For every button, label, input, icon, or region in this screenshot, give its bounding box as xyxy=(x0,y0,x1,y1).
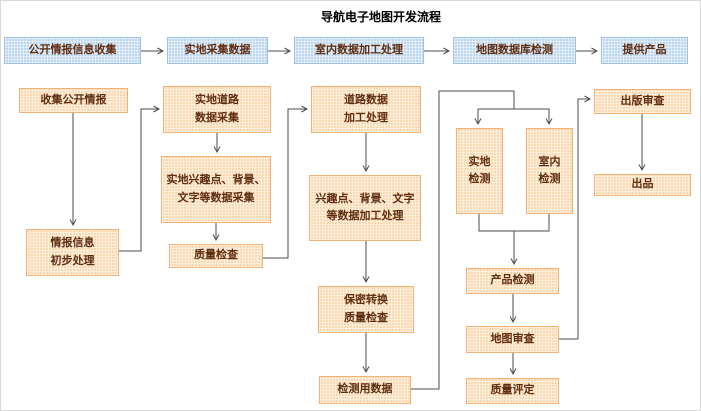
stage-field-data-collection: 实地采集数据 xyxy=(167,37,268,64)
node-publish-review: 出版审查 xyxy=(594,89,691,114)
node-road-processing: 道路数据 加工处理 xyxy=(311,86,421,133)
node-secure-convert-qc: 保密转换 质量检查 xyxy=(318,286,414,333)
line-tests-join xyxy=(478,214,550,232)
arrow-preprocess-to-field-road xyxy=(119,105,161,252)
stage-product-delivery: 提供产品 xyxy=(601,37,688,64)
node-poi-processing: 兴趣点、背景、文字 等数据加工处理 xyxy=(309,175,421,241)
node-indoor-test: 室内 检测 xyxy=(526,128,573,214)
node-field-test: 实地 检测 xyxy=(456,128,503,214)
node-field-poi-collect: 实地兴趣点、背景、 文字等数据采集 xyxy=(161,156,271,223)
stage-open-intel-collection: 公开情报信息收集 xyxy=(4,37,141,64)
page-title: 导航电子地图开发流程 xyxy=(320,10,442,24)
stage-indoor-data-processing: 室内数据加工处理 xyxy=(294,37,424,64)
stage-map-database-testing: 地图数据库检测 xyxy=(453,37,576,64)
node-product-test: 产品检测 xyxy=(466,268,559,294)
node-quality-assess: 质量评定 xyxy=(466,378,559,404)
node-test-data: 检测用数据 xyxy=(319,376,411,404)
node-release: 出品 xyxy=(594,174,691,196)
node-collect-open-intel: 收集公开情报 xyxy=(19,88,128,113)
arrow-branch-to-field-test xyxy=(474,108,514,126)
arrow-branch-to-indoor-test xyxy=(514,108,553,126)
node-field-road-collect: 实地道路 数据采集 xyxy=(163,86,271,133)
node-quality-check: 质量检查 xyxy=(169,244,263,268)
node-map-review: 地图审查 xyxy=(466,326,559,353)
node-intel-preprocess: 情报信息 初步处理 xyxy=(26,229,119,276)
